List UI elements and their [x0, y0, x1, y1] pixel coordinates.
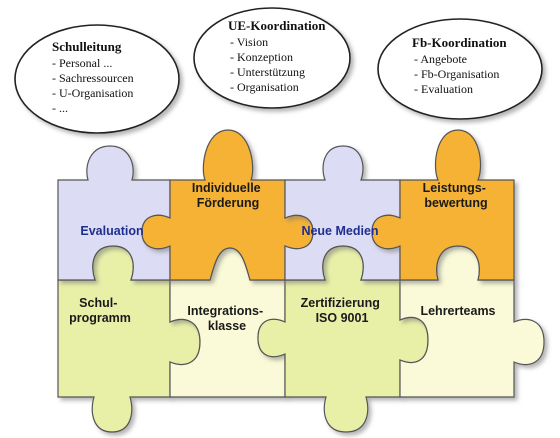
ellipse-item: - Angebote	[414, 52, 467, 66]
piece-label-line: Evaluation	[80, 224, 143, 238]
piece-label-line: Leistungs-	[423, 181, 486, 195]
svg-text:Zertifizierung ISO 9001: Zertifizierung ISO 9001	[301, 296, 384, 325]
ellipse-title: UE-Koordination	[228, 18, 326, 33]
piece-label-line: programm	[69, 311, 131, 325]
piece-label-line: Individuelle	[192, 181, 261, 195]
svg-text:Schul- programm: Schul- programm	[69, 296, 131, 325]
ellipse-item: - Organisation	[230, 80, 299, 94]
ellipse-ue-koordination: UE-Koordination - Vision - Konzeption - …	[193, 7, 351, 109]
ellipse-item: - Personal ...	[52, 56, 112, 70]
svg-text:Individuelle Förderung: Individuelle Förderung	[192, 181, 264, 210]
ellipse-item: - Sachressourcen	[52, 71, 134, 85]
svg-text:Evaluation: Evaluation	[80, 224, 143, 238]
piece-label-line: Neue Medien	[301, 224, 378, 238]
ellipse-item: - ...	[52, 101, 68, 115]
piece-label-line: bewertung	[424, 196, 487, 210]
puzzle-pieces	[57, 129, 545, 433]
puzzle-piece-leistungsbewertung	[371, 129, 515, 281]
piece-label-line: Zertifizierung	[301, 296, 380, 310]
piece-label-line: Förderung	[197, 196, 260, 210]
piece-label-line: Lehrerteams	[420, 304, 495, 318]
piece-label-line: klasse	[208, 319, 246, 333]
ellipse-item: - Unterstützung	[230, 65, 305, 79]
ellipse-fb-koordination: Fb-Koordination - Angebote - Fb-Organisa…	[377, 18, 543, 120]
ellipse-item: - Evaluation	[414, 82, 473, 96]
piece-label-line: Schul-	[79, 296, 117, 310]
puzzle-labels: Evaluation Individuelle Förderung Neue M…	[69, 181, 495, 333]
svg-text:Lehrerteams: Lehrerteams	[420, 304, 495, 318]
piece-label-line: Integrations-	[187, 304, 263, 318]
ellipse-schulleitung: Schulleitung - Personal ... - Sachressou…	[14, 24, 180, 134]
ellipse-item: - Fb-Organisation	[414, 67, 499, 81]
ellipse-item: - Konzeption	[230, 50, 293, 64]
ellipse-item: - U-Organisation	[52, 86, 133, 100]
ellipse-item: - Vision	[230, 35, 268, 49]
ellipse-title: Schulleitung	[52, 39, 122, 54]
svg-text:Neue Medien: Neue Medien	[301, 224, 378, 238]
svg-text:Leistungs- bewertung: Leistungs- bewertung	[423, 181, 490, 210]
piece-label-line: ISO 9001	[316, 311, 369, 325]
ellipse-title: Fb-Koordination	[412, 35, 507, 50]
svg-text:Integrations- klasse: Integrations- klasse	[187, 304, 266, 333]
